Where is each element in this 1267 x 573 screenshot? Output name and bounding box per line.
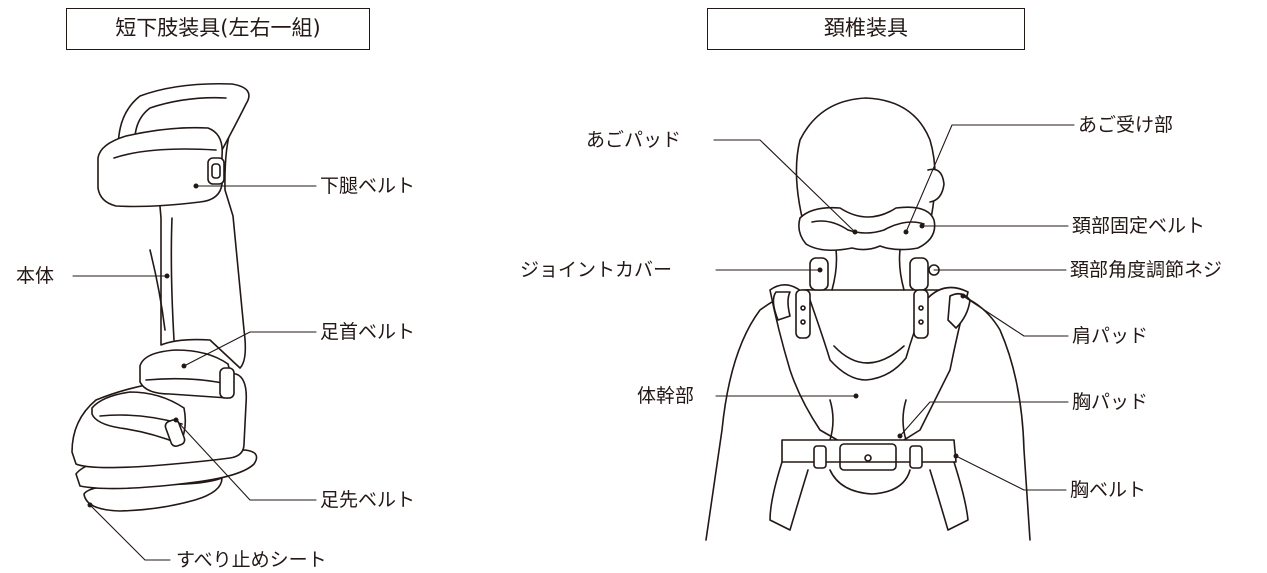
label-neck-fixing-belt: 頚部固定ベルト <box>1072 215 1206 237</box>
lower-leg-belt-strap <box>97 126 224 208</box>
label-chest-belt: 胸ベルト <box>1070 479 1147 501</box>
toe-belt-buckle <box>164 418 186 448</box>
label-anti-slip-sheet: すべり止めシート <box>176 549 327 571</box>
chin-rest <box>798 206 936 252</box>
ear <box>927 168 945 203</box>
lower-leg-belt-buckle <box>207 157 225 185</box>
label-chest-pad: 胸パッド <box>1072 391 1149 413</box>
label-neck-angle-screw: 頚部角度調節ネジ <box>1070 259 1223 281</box>
label-body: 本体 <box>16 265 55 287</box>
shoulder-pad-left <box>772 291 791 321</box>
label-shoulder-pad: 肩パッド <box>1072 325 1149 347</box>
label-chin-rest: あご受け部 <box>1078 114 1174 136</box>
joint-cover-right <box>909 257 929 291</box>
ankle-foot-orthosis-title: 短下肢装具(左右一組) <box>66 8 370 50</box>
label-trunk: 体幹部 <box>637 385 695 407</box>
joint-cover-left <box>809 257 829 291</box>
cervical-orthosis-drawing <box>705 97 1075 541</box>
chin-pad <box>811 220 925 234</box>
label-ankle-belt: 足首ベルト <box>320 321 416 343</box>
ankle-belt-strap <box>139 349 232 399</box>
label-chin-pad: あごパッド <box>586 129 682 151</box>
label-toe-belt: 足先ベルト <box>320 489 416 511</box>
chest-buckle <box>829 469 911 495</box>
ankle-foot-orthosis-drawing <box>71 82 317 561</box>
label-lower-leg-belt: 下腿ベルト <box>320 175 416 197</box>
ankle-belt-buckle <box>219 367 235 399</box>
cervical-orthosis-title: 頚椎装具 <box>707 8 1025 50</box>
chest-pad-left <box>829 399 834 441</box>
label-joint-cover: ジョイントカバー <box>520 259 673 281</box>
chest-pad-right <box>902 399 907 441</box>
